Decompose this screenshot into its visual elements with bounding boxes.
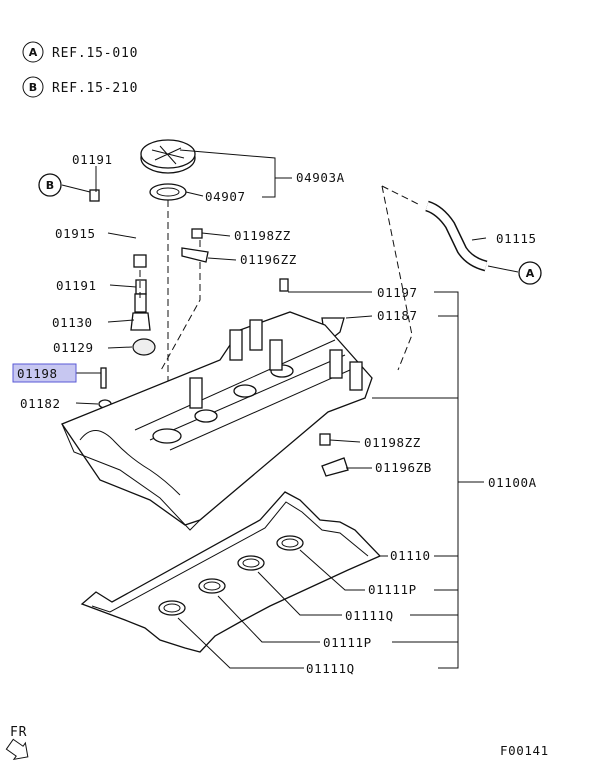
part-01187[interactable]: 01187 (377, 308, 418, 323)
breather-hose-left-drawing (89, 189, 156, 409)
part-01196ZB[interactable]: 01196ZB (375, 460, 432, 475)
front-direction-indicator: FR (5, 725, 29, 761)
part-04907[interactable]: 04907 (205, 189, 246, 204)
part-01111Q-2[interactable]: 01111Q (306, 661, 355, 676)
figure-code: F00141 (500, 743, 549, 758)
callout-a-circle (518, 261, 542, 285)
part-01198ZZ-top[interactable]: 01198ZZ (234, 228, 291, 243)
part-01197[interactable]: 01197 (377, 285, 418, 300)
breather-hose-right-drawing (425, 200, 488, 272)
part-01130[interactable]: 01130 (52, 315, 93, 330)
callout-a-text: A (526, 267, 535, 280)
ref-b-text: REF.15-210 (52, 81, 138, 96)
part-labels: 04903A 04907 01191 01915 01198ZZ 01196ZZ… (17, 152, 537, 676)
part-01111P-1[interactable]: 01111P (368, 582, 417, 597)
ref-b-key: B (29, 81, 37, 94)
part-01111P-2[interactable]: 01111P (323, 635, 372, 650)
part-01191-top[interactable]: 01191 (72, 152, 113, 167)
part-01111Q-1[interactable]: 01111Q (345, 608, 394, 623)
oil-filler-cap-drawing (140, 139, 196, 201)
part-01182[interactable]: 01182 (20, 396, 61, 411)
part-01100A[interactable]: 01100A (488, 475, 537, 490)
callout-b-circle (38, 173, 62, 197)
leader-lines (61, 149, 519, 669)
callout-a[interactable]: A (518, 261, 542, 285)
ref-a-text: REF.15-010 (52, 46, 138, 61)
part-01198ZZ[interactable]: 01198ZZ (364, 435, 421, 450)
reference-a[interactable]: A REF.15-010 (22, 41, 138, 63)
part-01915[interactable]: 01915 (55, 226, 96, 241)
selected-part-highlight (12, 363, 77, 383)
part-04903A[interactable]: 04903A (296, 170, 345, 185)
part-01115[interactable]: 01115 (496, 231, 537, 246)
reference-b[interactable]: B REF.15-210 (22, 76, 138, 98)
direction-label: FR (10, 725, 27, 740)
part-01129[interactable]: 01129 (53, 340, 94, 355)
ref-a-circle (22, 41, 44, 63)
dashed-guides (139, 185, 421, 432)
part-01198[interactable]: 01198 (17, 366, 58, 381)
rocker-cover-drawing (61, 311, 373, 531)
front-arrow-icon (5, 738, 29, 761)
part-01196ZZ[interactable]: 01196ZZ (240, 252, 297, 267)
ref-a-key: A (29, 46, 38, 59)
small-hardware-drawing (181, 228, 349, 477)
ref-b-circle (22, 76, 44, 98)
part-01110[interactable]: 01110 (390, 548, 431, 563)
callout-b-text: B (46, 179, 54, 192)
gasket-drawing (80, 491, 382, 653)
callout-b[interactable]: B (38, 173, 62, 197)
part-01191[interactable]: 01191 (56, 278, 97, 293)
